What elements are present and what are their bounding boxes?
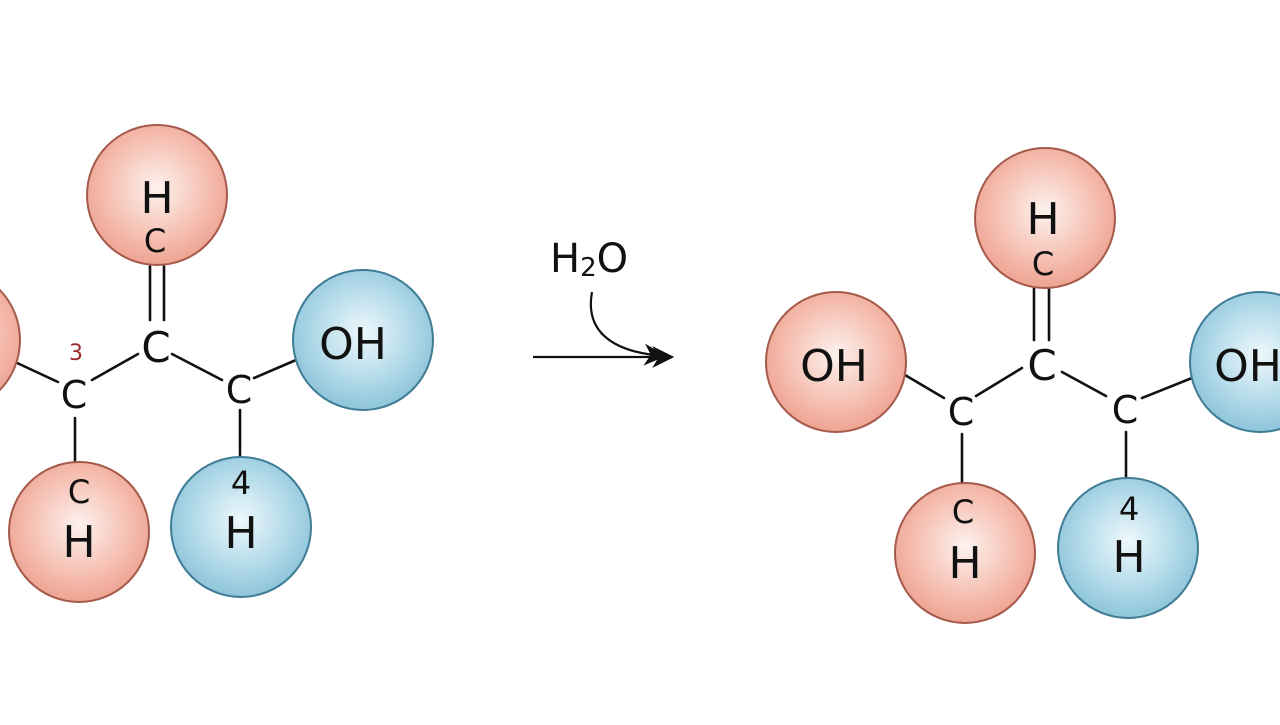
reactant-top-ball-label: H	[140, 173, 173, 224]
reagent-subscript: 2	[580, 253, 597, 283]
reactant-bottom-left-sub: C	[68, 473, 90, 511]
product-bottom-right-label: H	[1112, 532, 1145, 583]
reagent-o: O	[597, 236, 628, 282]
reactant-bottom-right-ball	[170, 456, 312, 598]
reactant-left-ball	[0, 288, 21, 392]
product-oh-right-label: OH	[1214, 341, 1280, 392]
product-bond-oh-to-left-c	[903, 373, 946, 400]
reactant-oh-ball	[292, 269, 434, 411]
reactant-molecule: H C OH C H 4 H C C C 3	[0, 124, 434, 603]
bond-c3-to-center	[90, 352, 140, 382]
product-bottom-left-sub: C	[952, 493, 974, 531]
product-left-carbon: C	[948, 390, 975, 434]
product-top-ball-label: H	[1026, 194, 1059, 245]
product-bond-center-to-right-c	[1060, 370, 1108, 398]
product-bottom-right-ball	[1057, 477, 1199, 619]
reactant-locant-3: 3	[69, 341, 83, 366]
reactant-oh-label: OH	[319, 319, 387, 370]
product-bottom-left-ball	[894, 482, 1036, 624]
reactant-top-ball-sub: C	[144, 222, 166, 260]
reaction-arrow-group: H2O	[533, 236, 675, 368]
reactant-top-ball	[86, 124, 228, 266]
product-oh-left-label: OH	[800, 341, 868, 392]
reactant-bottom-right-num: 4	[231, 464, 251, 502]
product-center-carbon: C	[1027, 341, 1056, 390]
product-oh-left-ball	[765, 291, 907, 433]
bond-left-ball-to-c3	[13, 360, 60, 384]
product-top-ball-sub: C	[1032, 245, 1054, 283]
product-right-carbon: C	[1112, 388, 1139, 432]
product-bottom-left-label: H	[948, 538, 981, 589]
reactant-bottom-left-label: H	[62, 517, 95, 568]
bond-center-to-right-c	[170, 352, 224, 382]
product-molecule: H C OH OH C H 4 H C C C	[765, 147, 1280, 624]
product-bottom-right-num: 4	[1119, 490, 1139, 528]
reagent-h: H	[550, 236, 580, 282]
product-oh-right-ball	[1189, 291, 1280, 433]
reactant-right-carbon: C	[226, 368, 253, 412]
reactant-bottom-left-ball	[8, 461, 150, 603]
bond-right-c-to-oh	[252, 358, 298, 380]
reactant-center-carbon: C	[141, 323, 170, 372]
product-top-ball	[974, 147, 1116, 289]
product-bond-right-c-to-oh	[1140, 376, 1194, 400]
reactant-left-carbon: C	[61, 373, 88, 417]
product-bond-left-c-to-center	[974, 366, 1024, 398]
reactant-bottom-right-label: H	[224, 508, 257, 559]
reagent-curve-arrow	[589, 291, 667, 366]
reagent-label: H2O	[550, 236, 628, 283]
